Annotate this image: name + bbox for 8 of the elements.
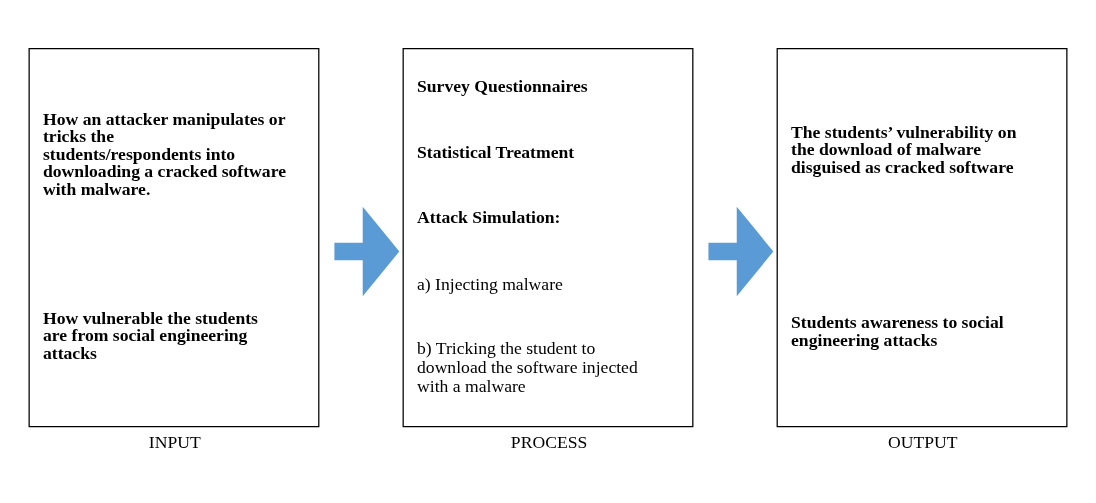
node-label: OUTPUT (888, 432, 958, 453)
node-box: The students’ vulnerability on the download of malware disguised as cracked software Students awareness to social engineering attacks (776, 48, 1068, 428)
node-label: INPUT (148, 432, 201, 453)
arrow (708, 206, 774, 297)
node-box: Survey Questionnaires Statistical Treatment Attack Simulation: a) Injecting malware b) Tricking the student to download the software injected with a malware (402, 48, 694, 428)
node-label: PROCESS (510, 432, 588, 453)
node-box: How an attacker manipulates or tricks the students/respondents into downloading a cracked software with malware. How vulnerable the students are from social engineering attacks (28, 48, 320, 428)
arrow (334, 206, 400, 297)
